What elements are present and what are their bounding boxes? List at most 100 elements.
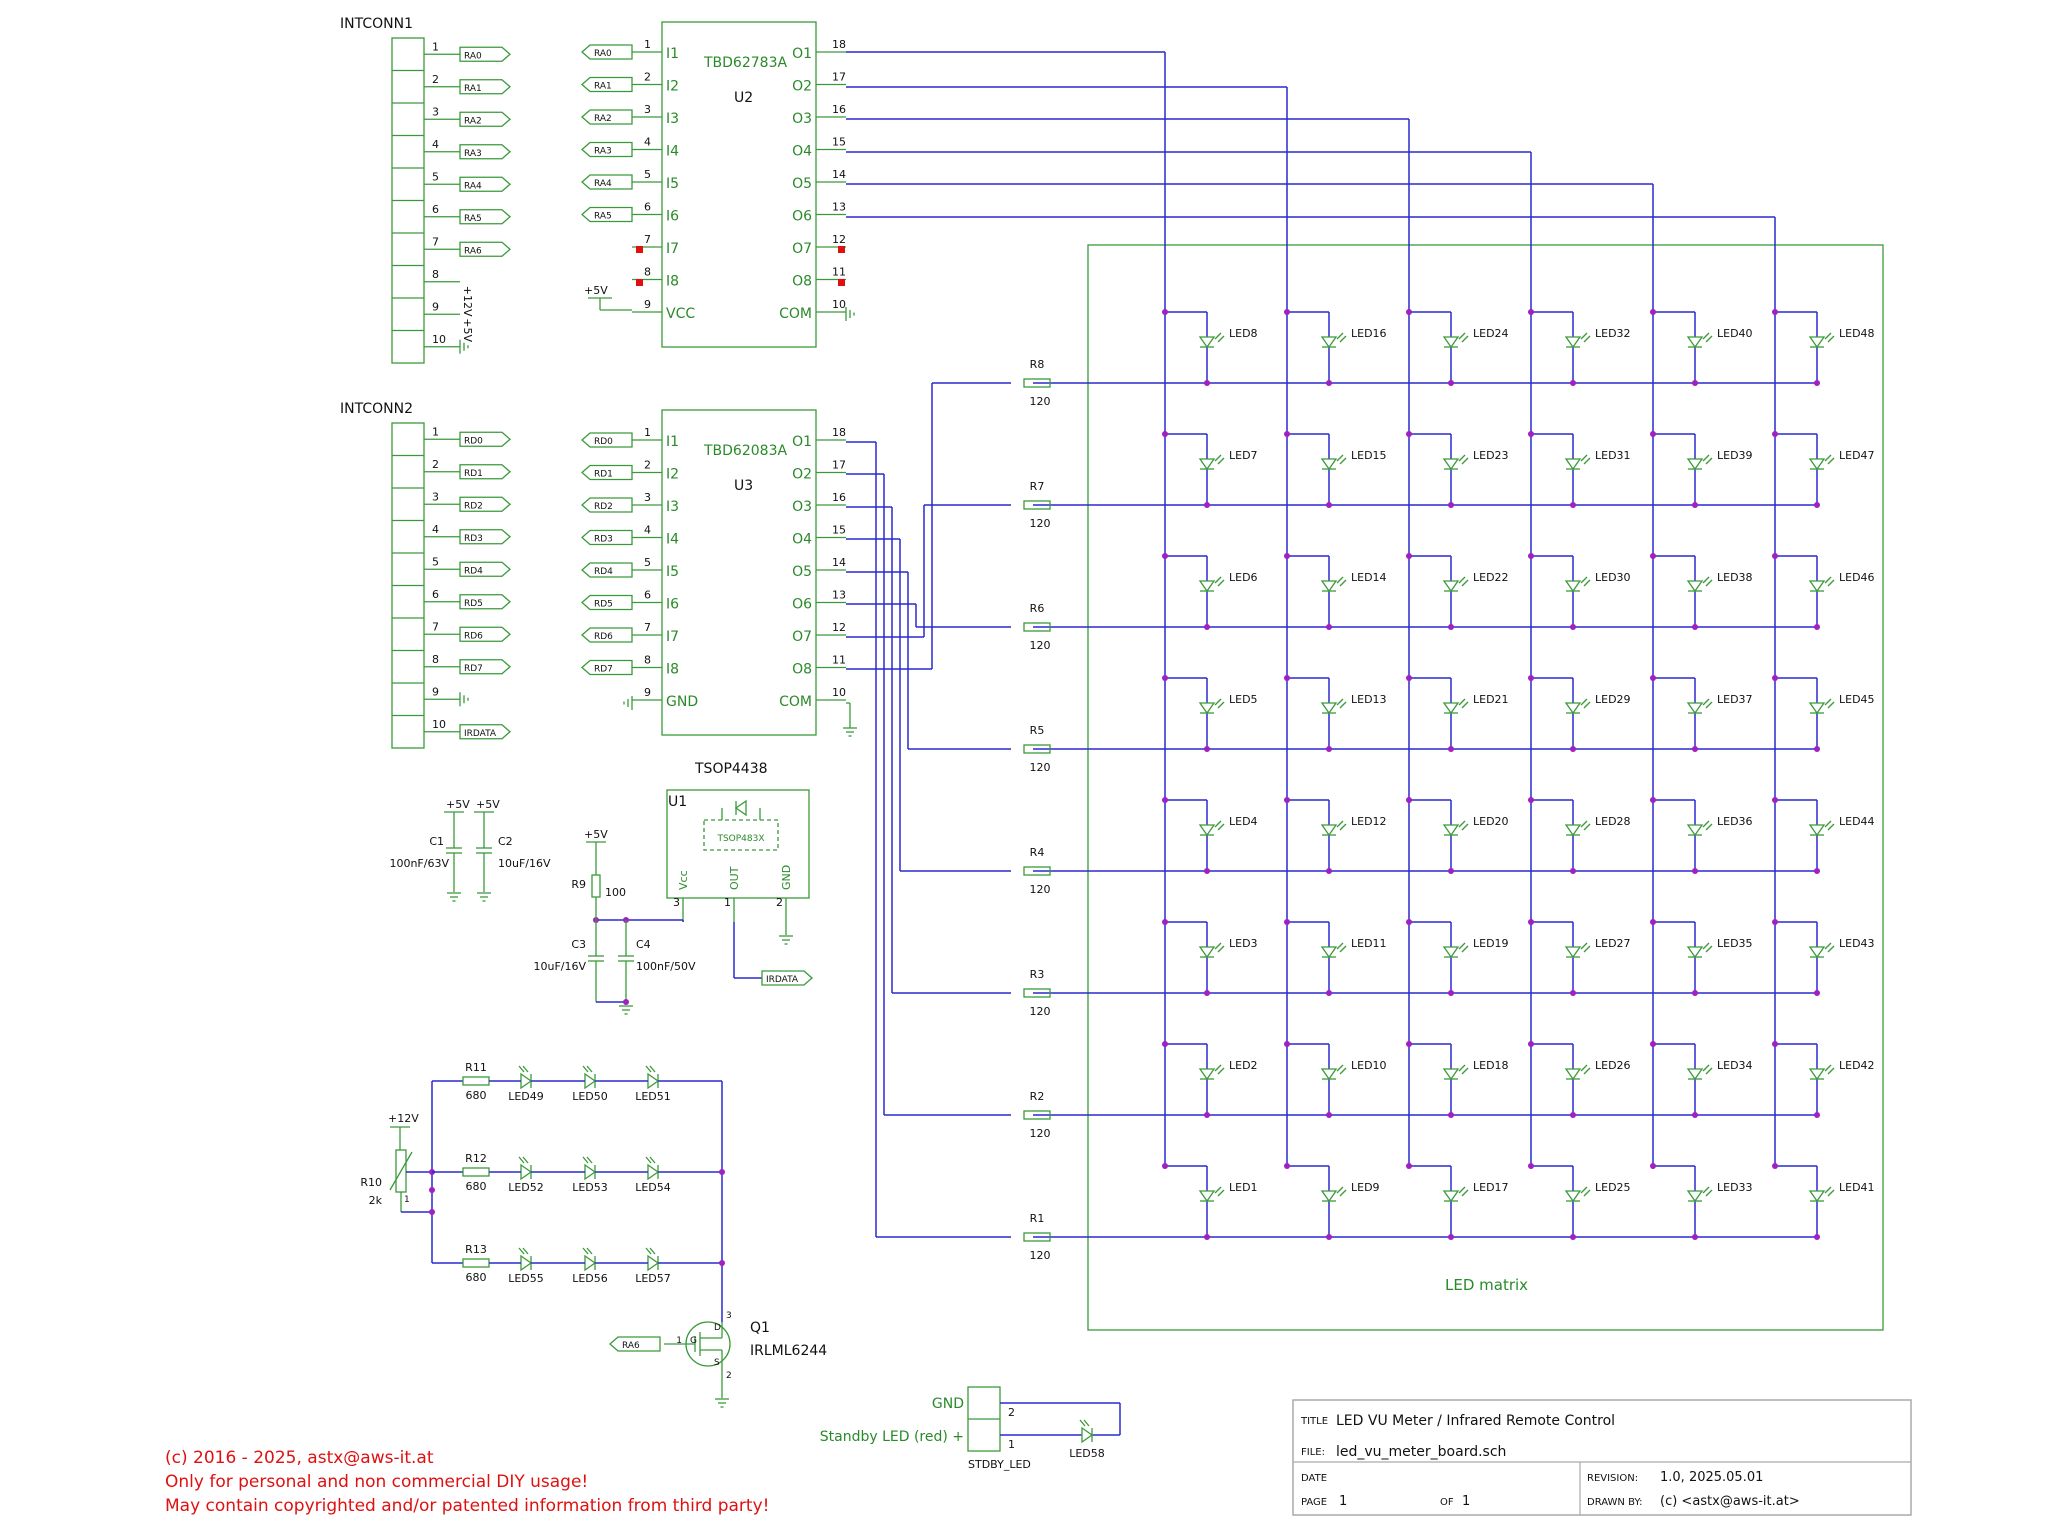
pin-number: 10 xyxy=(432,333,446,346)
led-label: LED22 xyxy=(1473,571,1509,584)
led-symbol xyxy=(582,1247,597,1272)
net-flag-label: RA3 xyxy=(464,149,482,159)
net-flag: RD2 xyxy=(459,496,511,512)
junction-dot xyxy=(1772,1163,1778,1169)
net-flag-label: RD4 xyxy=(464,566,483,576)
junction-dot xyxy=(1326,990,1332,996)
junction-dot xyxy=(1814,746,1820,752)
net-flag: RD7 xyxy=(459,659,511,675)
led-symbol xyxy=(1198,820,1225,837)
net-flag: RA0 xyxy=(459,46,511,62)
pin-number: 10 xyxy=(832,686,846,699)
resistor-value: 680 xyxy=(466,1180,487,1193)
led-symbol xyxy=(1442,576,1469,593)
pin-name: I4 xyxy=(666,144,679,160)
led-symbol xyxy=(1320,820,1347,837)
net-flag: RD5 xyxy=(581,594,633,611)
led-symbol xyxy=(1686,698,1713,715)
net-flag: RA0 xyxy=(581,44,633,60)
title-block-frame xyxy=(1292,1399,1912,1516)
pin-name: O7 xyxy=(792,629,812,645)
led-label: LED56 xyxy=(572,1272,608,1285)
net-flag-label: RD1 xyxy=(464,469,483,479)
led-label: LED17 xyxy=(1473,1181,1509,1194)
junction-dot xyxy=(1448,380,1454,386)
net-flag: RD3 xyxy=(459,529,511,545)
junction-dot xyxy=(1528,1163,1534,1169)
resistor-ref: R11 xyxy=(465,1061,487,1074)
file-value: led_vu_meter_board.sch xyxy=(1336,1444,1506,1460)
cap-ref: C1 xyxy=(429,835,444,848)
junction-dot xyxy=(1204,502,1210,508)
pin-name: O4 xyxy=(792,532,812,548)
pin-number: 1 xyxy=(404,1195,410,1205)
led-label: LED50 xyxy=(572,1090,608,1103)
resistor-ref: R4 xyxy=(1030,846,1045,859)
led-symbol xyxy=(1564,1064,1591,1081)
junction-dot xyxy=(1650,431,1656,437)
led-symbol xyxy=(1564,454,1591,471)
net-flag: RD4 xyxy=(459,561,511,577)
part-name: IRLML6244 xyxy=(750,1343,827,1359)
junction-dot xyxy=(1204,1234,1210,1240)
junction-dot xyxy=(1570,624,1576,630)
pin-number: G xyxy=(690,1336,697,1346)
junction-dot xyxy=(1772,675,1778,681)
led-symbol xyxy=(1564,698,1591,715)
pin-number: 14 xyxy=(832,556,846,569)
net-flag-label: RD4 xyxy=(594,567,613,577)
led-symbol xyxy=(1808,820,1835,837)
junction-dot xyxy=(1406,919,1412,925)
led-symbol xyxy=(1808,1064,1835,1081)
pin-name: GND xyxy=(780,865,793,890)
led-symbol xyxy=(1442,942,1469,959)
led-label: LED18 xyxy=(1473,1059,1509,1072)
ground-symbol xyxy=(447,892,461,902)
junction-dot xyxy=(1692,746,1698,752)
ground-symbol xyxy=(459,339,469,354)
junction-dot xyxy=(1570,746,1576,752)
led-label: LED16 xyxy=(1351,327,1387,340)
sensor-window xyxy=(703,819,779,851)
pin-number: 16 xyxy=(832,103,846,116)
net-flag: RA3 xyxy=(581,141,633,158)
drawn-label: DRAWN BY: xyxy=(1587,1497,1643,1508)
revision-value: 1.0, 2025.05.01 xyxy=(1660,1470,1763,1485)
led-label: LED53 xyxy=(572,1181,608,1194)
led-label: LED33 xyxy=(1717,1181,1753,1194)
pin-name: I6 xyxy=(666,209,679,225)
resistor-ref: R7 xyxy=(1030,480,1045,493)
pin-number: 18 xyxy=(832,426,846,439)
junction-dot xyxy=(1650,1163,1656,1169)
junction-dot xyxy=(1326,1112,1332,1118)
junction-dot xyxy=(1406,675,1412,681)
pin-number: 6 xyxy=(644,589,651,602)
power-label: +5V xyxy=(584,828,608,841)
pin-number: 7 xyxy=(644,233,651,246)
led-label: LED44 xyxy=(1839,815,1875,828)
standby-led-label: Standby LED (red) + xyxy=(820,1429,964,1445)
led-label: LED42 xyxy=(1839,1059,1875,1072)
resistor-value: 120 xyxy=(1030,517,1051,530)
led-symbol xyxy=(1320,576,1347,593)
junction-dot xyxy=(1692,868,1698,874)
pin-number: 4 xyxy=(432,523,439,536)
inner-label: TSOP483X xyxy=(716,834,764,844)
net-flag-label: RA1 xyxy=(464,84,482,94)
junction-dot xyxy=(1326,746,1332,752)
pin-number: 9 xyxy=(644,686,651,699)
led-symbol xyxy=(645,1156,660,1181)
net-flag: IRDATA xyxy=(761,970,813,986)
net-flag: RA2 xyxy=(581,109,633,125)
net-flag-label: RA6 xyxy=(464,246,482,256)
driver-u3: TBD62083AU31I1RD02I2RD13I3RD24I4RD35I5RD… xyxy=(581,409,846,736)
copyright-line: (c) 2016 - 2025, astx@aws-it.at xyxy=(165,1448,434,1468)
junction-dot xyxy=(1570,380,1576,386)
led-label: LED21 xyxy=(1473,693,1509,706)
net-flag: RA4 xyxy=(581,174,633,190)
led-symbol xyxy=(518,1247,533,1272)
led-label: LED35 xyxy=(1717,937,1753,950)
led-symbol xyxy=(1808,1186,1835,1203)
cap-ref: C4 xyxy=(636,938,651,951)
net-flag: RD2 xyxy=(581,497,633,513)
